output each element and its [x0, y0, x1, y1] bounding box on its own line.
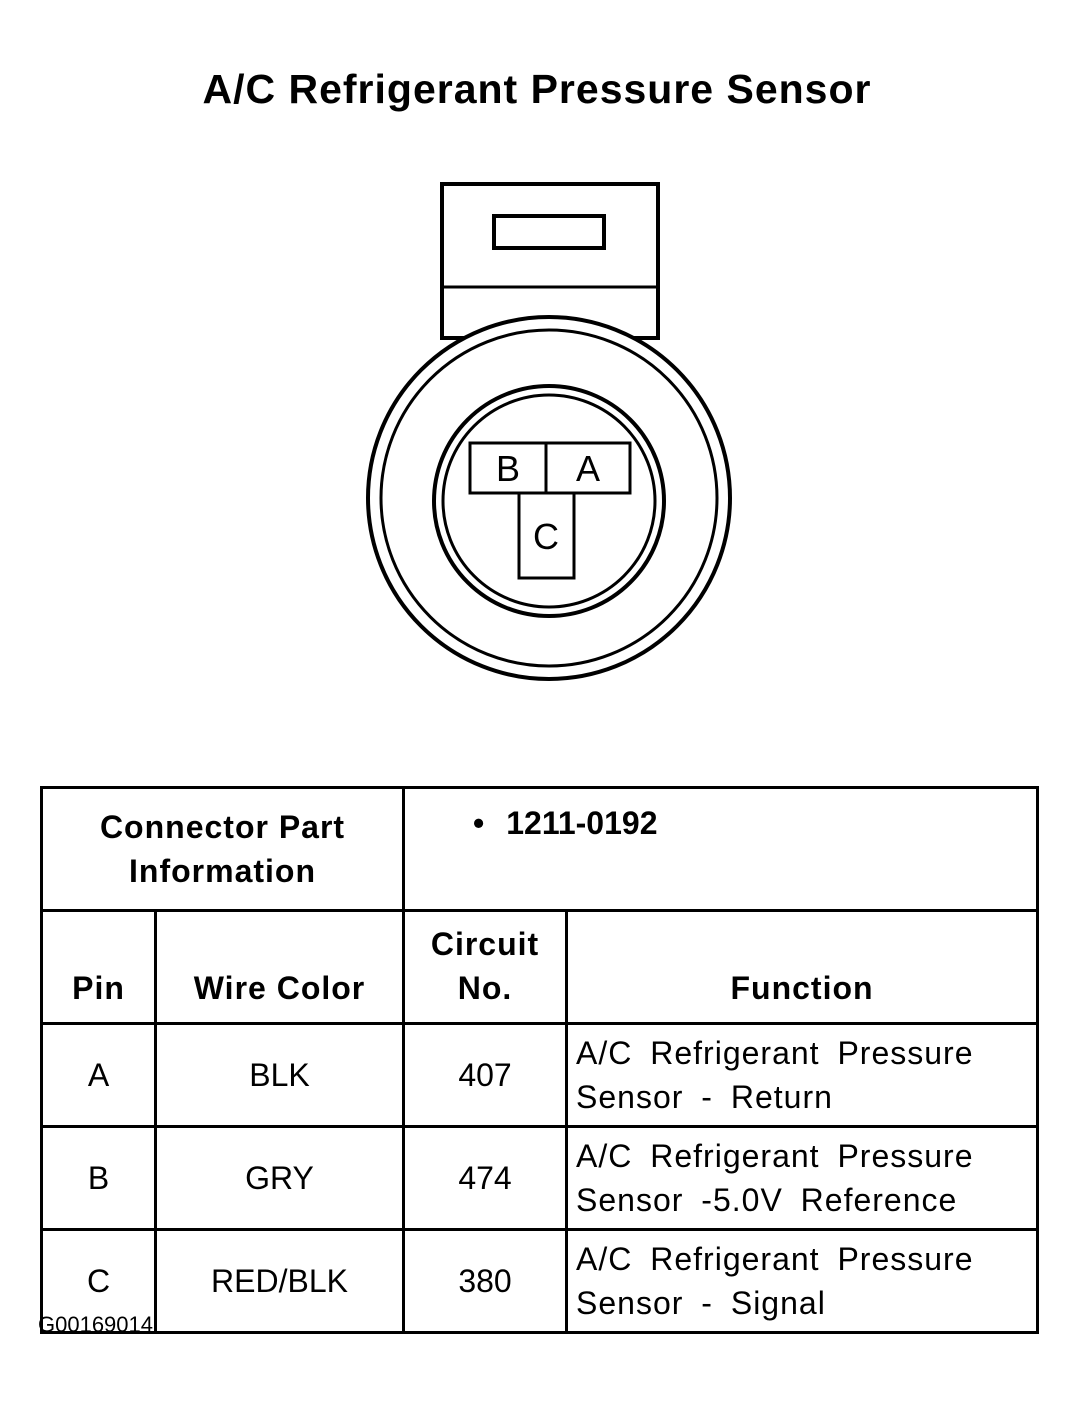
- header-circuit-line2: No.: [457, 970, 513, 1006]
- inner-ring-inner-edge: [441, 393, 657, 609]
- locking-tab: [440, 182, 660, 340]
- table-row: B GRY 474 A/C Refrigerant Pressure Senso…: [40, 1125, 1040, 1231]
- wire-color-cell: BLK: [153, 1022, 406, 1128]
- pin-cell: B: [40, 1125, 157, 1231]
- circuit-cell: 474: [402, 1125, 569, 1231]
- locking-tab-slot: [492, 214, 606, 250]
- bullet-icon: •: [473, 805, 485, 841]
- pin-cavity-c: [517, 491, 576, 580]
- pin-cavity-b: [468, 441, 548, 495]
- connector-face-diagram: B A C: [366, 182, 732, 681]
- function-line2: Sensor - Return: [576, 1079, 833, 1115]
- figure-id: G00169014: [38, 1312, 153, 1337]
- function-line1: A/C Refrigerant Pressure: [576, 1241, 974, 1277]
- header-wire-color: Wire Color: [153, 909, 406, 1025]
- pin-cell: C: [40, 1228, 157, 1334]
- pin-cavity-a: [544, 441, 632, 495]
- function-line1: A/C Refrigerant Pressure: [576, 1138, 974, 1174]
- pin-label-b: B: [496, 448, 520, 489]
- pin-cell: A: [40, 1022, 157, 1128]
- function-line1: A/C Refrigerant Pressure: [576, 1035, 974, 1071]
- header-circuit-line1: Circuit: [430, 926, 540, 962]
- circuit-cell: 407: [402, 1022, 569, 1128]
- function-cell: A/C Refrigerant Pressure Sensor - Signal: [565, 1228, 1040, 1334]
- header-circuit-no: Circuit No.: [402, 909, 569, 1025]
- function-cell: A/C Refrigerant Pressure Sensor - Return: [565, 1022, 1040, 1128]
- table-row: C RED/BLK 380 A/C Refrigerant Pressure S…: [40, 1228, 1040, 1334]
- part-number: 1211-0192: [506, 805, 658, 841]
- part-info-label: Connector Part Information: [39, 786, 406, 912]
- part-info-label-line2: Information: [129, 853, 316, 889]
- part-info-label-line1: Connector Part: [99, 809, 346, 845]
- pin-label-a: A: [576, 448, 600, 489]
- diagram-title: A/C Refrigerant Pressure Sensor: [202, 66, 872, 112]
- pin-label-c: C: [533, 516, 559, 557]
- connector-pinout-table: Connector Part Information • 1211-0192 Pi…: [39, 786, 1040, 1334]
- circuit-cell: 380: [402, 1228, 569, 1334]
- wire-color-cell: GRY: [153, 1125, 406, 1231]
- header-function: Function: [565, 909, 1040, 1025]
- function-line2: Sensor - Signal: [576, 1285, 826, 1321]
- inner-ring: [432, 384, 666, 618]
- function-line2: Sensor -5.0V Reference: [576, 1182, 958, 1218]
- function-cell: A/C Refrigerant Pressure Sensor -5.0V Re…: [565, 1125, 1040, 1231]
- header-pin: Pin: [40, 909, 157, 1025]
- table-row: A BLK 407 A/C Refrigerant Pressure Senso…: [40, 1022, 1040, 1128]
- column-header-row: Pin Wire Color Circuit No. Function: [40, 909, 1040, 1025]
- outer-ring-inner-edge: [379, 328, 719, 668]
- part-info-row: Connector Part Information • 1211-0192: [39, 786, 1040, 912]
- part-number-cell: • 1211-0192: [402, 786, 1040, 912]
- wire-color-cell: RED/BLK: [153, 1228, 406, 1334]
